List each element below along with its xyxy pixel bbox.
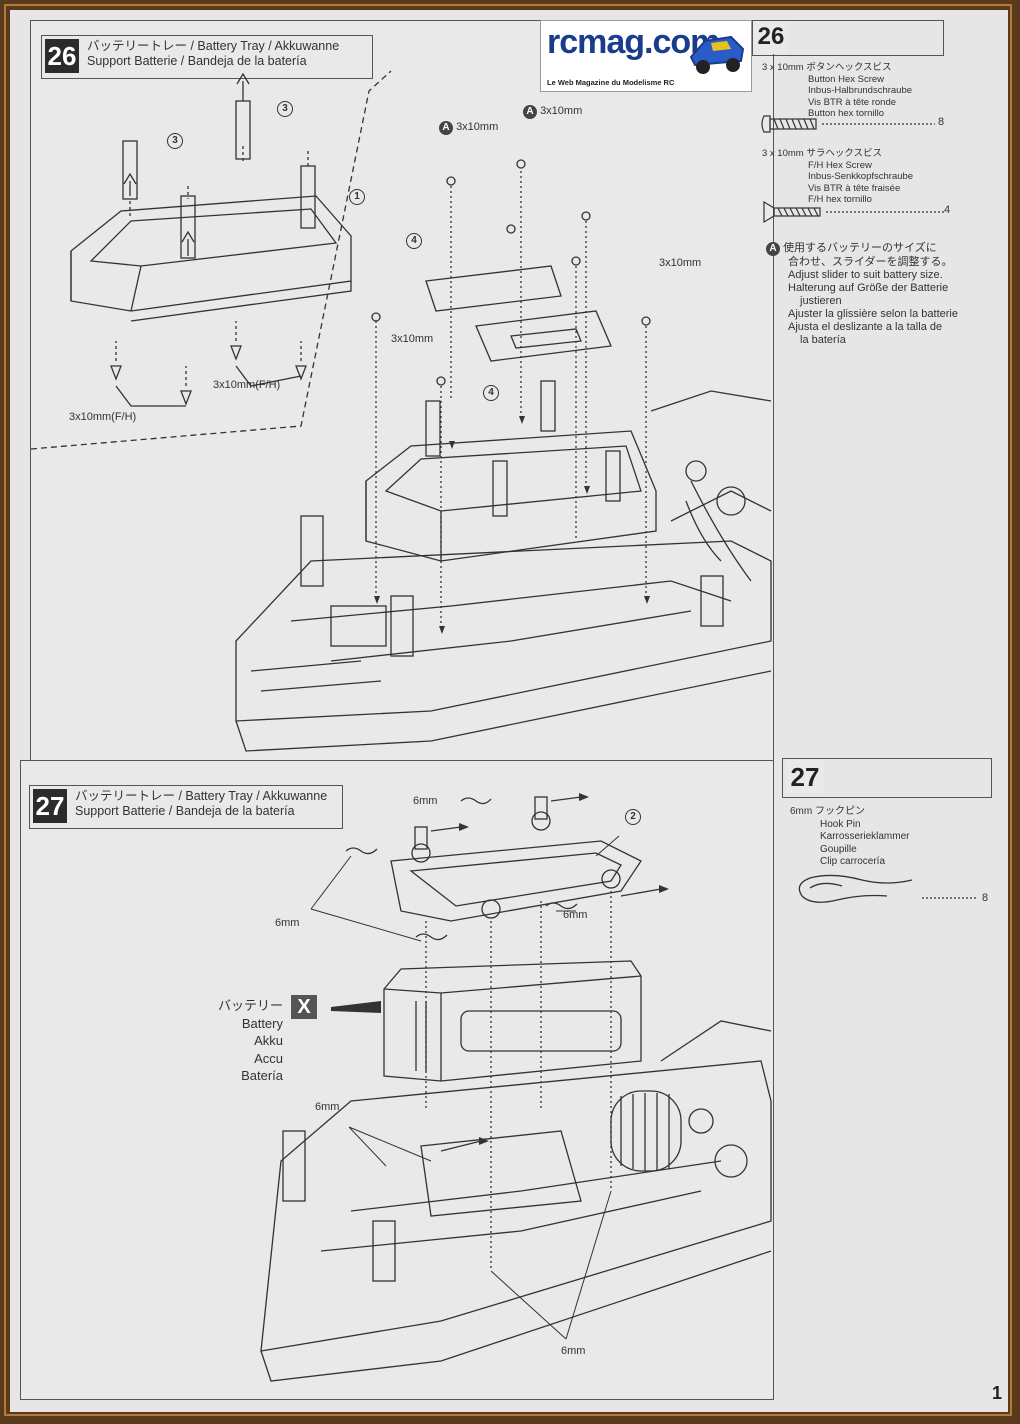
hook-pin-icon bbox=[798, 874, 977, 903]
step26-label-s1: 3x10mm bbox=[659, 257, 702, 269]
step27-part-line1: Hook Pin bbox=[820, 818, 861, 830]
step26-label-a1: A 3x10mm bbox=[439, 121, 498, 135]
page-number: 1 bbox=[991, 1383, 1002, 1403]
step26-title-line1: バッテリートレー / Battery Tray / Akkuwanne bbox=[87, 39, 340, 53]
note-line3: Halterung auf Größe der Batterie bbox=[788, 282, 949, 294]
step26-part2-line2: Inbus-Senkkopfschraube bbox=[808, 171, 914, 182]
rcmag-logo: rcmag.com Le Web Magazine du Modelisme R… bbox=[540, 20, 752, 92]
step27-label-h2: 6mm bbox=[275, 917, 300, 929]
step26-note: A 使用するバッテリーのサイズに 合わせ、スライダーを調整する。 Adjust … bbox=[766, 242, 996, 347]
step27-part-line4: Clip carrocería bbox=[820, 856, 886, 867]
step26-parts-number: 26 bbox=[754, 20, 788, 54]
step27-parts-number: 27 bbox=[786, 760, 824, 794]
step26-part2-line0: 3 x 10mm サラヘックスビス bbox=[762, 148, 883, 159]
step27-label-h4: 6mm bbox=[315, 1101, 340, 1113]
step27-part-line2: Karrosserieklammer bbox=[820, 831, 910, 842]
step27-title-line2: Support Batterie / Bandeja de la batería bbox=[75, 804, 295, 818]
note-line1: 合わせ、スライダーを調整する。 bbox=[788, 256, 953, 268]
step26-callout-3b: 3 bbox=[277, 101, 293, 117]
step27-part-line3: Goupille bbox=[820, 843, 857, 855]
manual-page: 26 バッテリートレー / Battery Tray / Akkuwanne S… bbox=[10, 10, 1008, 1412]
step26-part1-line1: Button Hex Screw bbox=[808, 73, 885, 85]
note-line0: 使用するバッテリーのサイズに bbox=[783, 242, 937, 254]
step27-title: バッテリートレー / Battery Tray / Akkuwanne Supp… bbox=[75, 789, 327, 819]
step26-title: バッテリートレー / Battery Tray / Akkuwanne Supp… bbox=[87, 39, 339, 69]
step27-label-h3: 6mm bbox=[563, 909, 588, 921]
battery-label-jp: バッテリー bbox=[217, 998, 283, 1013]
step26-label-s2: 3x10mm bbox=[391, 333, 434, 345]
logo-name: rcmag.com bbox=[547, 23, 720, 61]
step27-parts-header bbox=[782, 758, 992, 798]
page-frame bbox=[4, 4, 1012, 1416]
step26-label-a2: A 3x10mm bbox=[523, 105, 582, 119]
step26-diagram bbox=[31, 70, 772, 752]
battery-label-fr: Accu bbox=[254, 1050, 283, 1066]
step27-title-box bbox=[29, 785, 343, 829]
step26-label-fh1: 3x10mm(F/H) bbox=[213, 379, 281, 391]
note-line5: Ajuster la glissière selon la batterie bbox=[788, 308, 958, 320]
note-line4: justieren bbox=[800, 295, 842, 307]
step26-part1-text: 3 x 10mm ボタンヘックスビス Button Hex Screw Inbu… bbox=[762, 62, 912, 120]
step26-part1-count: 8 bbox=[938, 116, 945, 128]
battery-labels: バッテリー Battery Akku Accu Batería bbox=[181, 997, 283, 1085]
step26-callout-4b: 4 bbox=[483, 385, 499, 401]
step26-number: 26 bbox=[45, 39, 79, 73]
step27-label-h1: 6mm bbox=[413, 795, 438, 807]
button-hex-screw-icon bbox=[761, 115, 935, 133]
step26-part2-line4: F/H hex tornillo bbox=[808, 194, 872, 205]
step27-part-count: 8 bbox=[982, 892, 989, 904]
step26-panel: 26 バッテリートレー / Battery Tray / Akkuwanne S… bbox=[30, 20, 774, 764]
step26-part2-count: 4 bbox=[944, 204, 951, 216]
battery-label-en: Battery bbox=[241, 1015, 283, 1031]
step26-label-fh2: 3x10mm(F/H) bbox=[69, 411, 137, 423]
step27-number: 27 bbox=[33, 789, 67, 823]
step27-part-text: 6mm フックピン Hook Pin Karrosserieklammer Go… bbox=[790, 806, 909, 869]
step26-callout-4a: 4 bbox=[406, 233, 422, 249]
logo-tagline: Le Web Magazine du Modelisme RC bbox=[547, 78, 675, 87]
note-line6: Ajusta el deslizante a la talla de bbox=[788, 321, 943, 333]
note-mark-a: A bbox=[766, 242, 780, 256]
note-line7: la batería bbox=[800, 334, 846, 346]
battery-label-es: Batería bbox=[241, 1068, 283, 1083]
step26-part2-text: 3 x 10mm サラヘックスビス F/H Hex Screw Inbus-Se… bbox=[762, 148, 913, 206]
step27-label-h5: 6mm bbox=[561, 1345, 586, 1357]
note-line2: Adjust slider to suit battery size. bbox=[788, 269, 943, 281]
step26-parts-header bbox=[752, 20, 944, 56]
step26-callout-3a: 3 bbox=[167, 133, 183, 149]
step26-part1-line2: Inbus-Halbrundschraube bbox=[808, 85, 913, 96]
flat-head-hex-screw-icon bbox=[763, 200, 944, 224]
step26-part1-line4: Button hex tornillo bbox=[808, 108, 885, 119]
rc-car-icon bbox=[689, 35, 745, 74]
battery-mark-x: X bbox=[291, 995, 317, 1019]
step26-part1-line3: Vis BTR à tête ronde bbox=[808, 96, 897, 108]
step26-callout-1: 1 bbox=[349, 189, 365, 205]
step26-part1-line0: 3 x 10mm ボタンヘックスビス bbox=[762, 62, 892, 73]
step26-part2-line3: Vis BTR à tête fraisée bbox=[808, 182, 901, 194]
step27-callout-2: 2 bbox=[625, 809, 641, 825]
battery-label-de: Akku bbox=[254, 1033, 283, 1048]
step27-panel: 27 バッテリートレー / Battery Tray / Akkuwanne S… bbox=[20, 760, 774, 1400]
step27-title-line1: バッテリートレー / Battery Tray / Akkuwanne bbox=[75, 789, 328, 803]
step26-part2-line1: F/H Hex Screw bbox=[808, 159, 872, 171]
step27-diagram bbox=[260, 793, 772, 1382]
step26-title-line2: Support Batterie / Bandeja de la batería bbox=[87, 54, 307, 68]
step27-part-line0: 6mm フックピン bbox=[790, 806, 865, 817]
